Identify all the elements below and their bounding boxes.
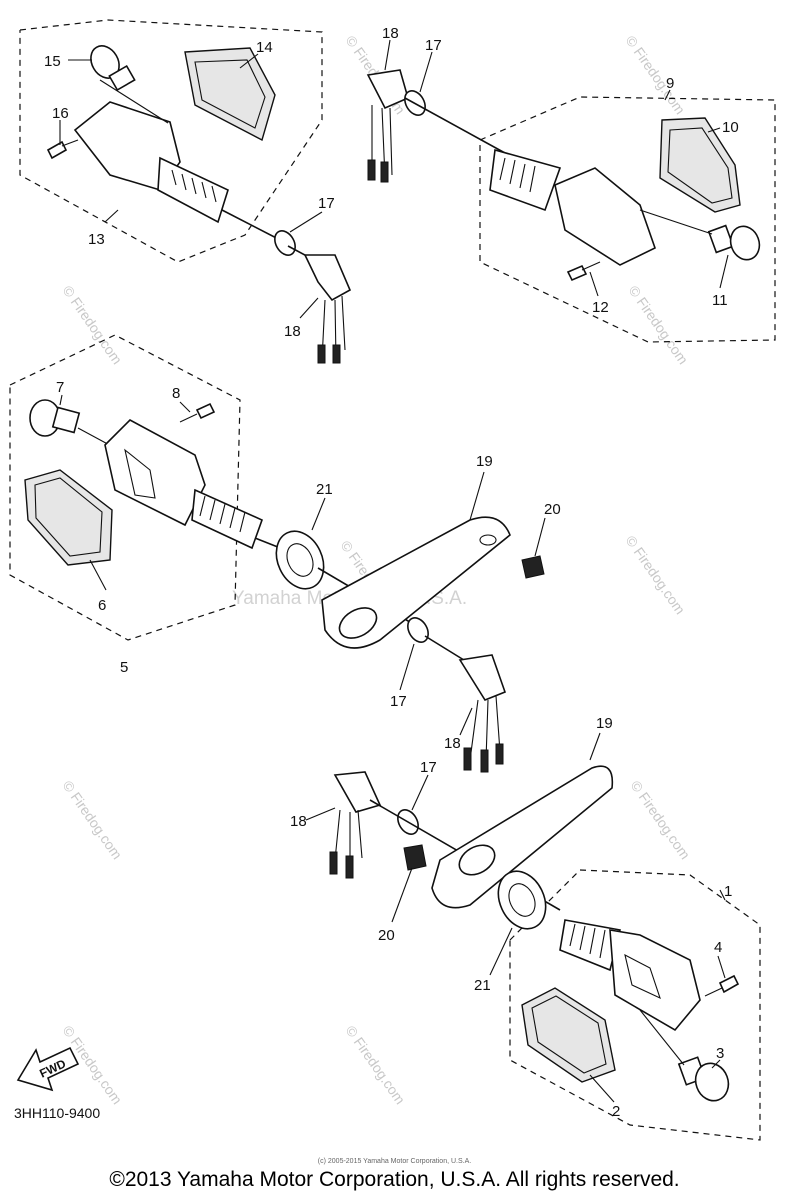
signal-housing	[489, 148, 562, 212]
callout-labels: 15 14 16 13 18 17 9 10 17 12 11 18 7 8 1…	[44, 25, 739, 1120]
callout-9: 9	[666, 75, 674, 92]
diagram-code: 3HH110-9400	[14, 1105, 101, 1121]
screw-icon	[566, 264, 588, 282]
callout-13: 13	[88, 231, 105, 248]
callout-20: 20	[378, 927, 395, 944]
bulb-icon	[677, 1056, 730, 1102]
lens-icon	[184, 47, 276, 142]
callout-21: 21	[474, 977, 491, 994]
callout-17: 17	[390, 693, 407, 710]
callout-19: 19	[476, 453, 493, 470]
leader-lines	[59, 39, 729, 1103]
callout-16: 16	[52, 105, 69, 122]
bulb-icon	[707, 224, 761, 261]
socket-icon	[303, 254, 352, 302]
callout-6: 6	[98, 597, 106, 614]
grommet-icon	[275, 530, 325, 590]
lens-icon	[24, 469, 113, 566]
callout-5: 5	[120, 659, 128, 676]
callout-21: 21	[316, 481, 333, 498]
fwd-label: FWD	[37, 1056, 68, 1080]
signal-housing	[104, 419, 206, 527]
callout-8: 8	[172, 385, 180, 402]
grommet-icon	[497, 870, 547, 930]
callout-19: 19	[596, 715, 613, 732]
assembly-5	[9, 334, 299, 641]
lens-icon	[659, 117, 741, 213]
watermark: © Firedog.com	[628, 778, 694, 863]
watermark: © Firedog.com	[626, 283, 692, 368]
screw-icon	[195, 402, 216, 420]
signal-housing	[609, 929, 701, 1032]
callout-12: 12	[592, 299, 609, 316]
grommet-icon	[274, 230, 296, 256]
socket-icon	[458, 654, 507, 701]
callout-11: 11	[712, 292, 728, 309]
callout-4: 4	[714, 939, 722, 956]
socket-icon	[333, 771, 382, 813]
watermark: © Firedog.com	[623, 533, 689, 618]
callout-14: 14	[256, 39, 273, 56]
callout-1: 1	[724, 883, 732, 900]
callout-7: 7	[56, 379, 64, 396]
lens-icon	[521, 987, 616, 1083]
credit-line: (c) 2005-2015 Yamaha Motor Corporation, …	[317, 1158, 472, 1165]
callout-18: 18	[382, 25, 399, 42]
assembly-1	[329, 765, 761, 1141]
watermark: © Firedog.com	[60, 778, 126, 863]
callout-2: 2	[612, 1103, 620, 1120]
screw-icon	[718, 974, 740, 994]
fwd-arrow-icon: FWD	[16, 1046, 80, 1092]
callout-15: 15	[44, 53, 61, 70]
callout-3: 3	[716, 1045, 724, 1062]
callout-17: 17	[425, 37, 442, 54]
nut-clip-icon	[521, 555, 545, 579]
callout-17: 17	[318, 195, 335, 212]
grommet-icon	[407, 617, 429, 643]
watermark: © Firedog.com	[343, 1023, 409, 1108]
bulb-icon	[90, 45, 136, 92]
bracket-assembly-upper	[275, 516, 545, 773]
signal-housing	[73, 101, 229, 224]
callout-20: 20	[544, 501, 561, 518]
screw-icon	[46, 139, 79, 160]
callout-18: 18	[284, 323, 301, 340]
callout-18: 18	[290, 813, 307, 830]
assembly-9	[366, 69, 776, 343]
copyright-notice: ©2013 Yamaha Motor Corporation, U.S.A. A…	[109, 1168, 680, 1191]
watermark: © Firedog.com	[623, 33, 689, 118]
bulb-icon	[29, 399, 81, 437]
assembly-13	[19, 19, 352, 364]
watermark: © Firedog.com	[60, 283, 126, 368]
callout-10: 10	[722, 119, 739, 136]
callout-18: 18	[444, 735, 461, 752]
callout-17: 17	[420, 759, 437, 776]
nut-clip-icon	[403, 844, 427, 871]
